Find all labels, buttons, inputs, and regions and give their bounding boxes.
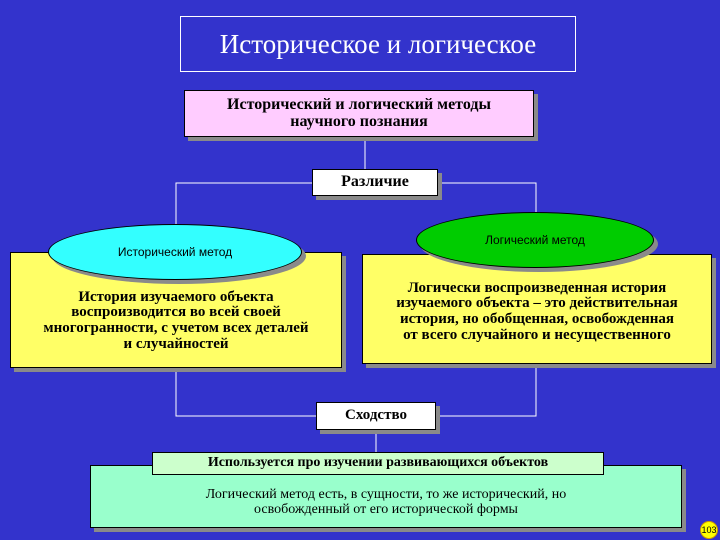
connector-difference-to-historical [175,182,312,240]
connector-historical-to-similarity [175,368,316,417]
connector-logical-to-similarity [436,364,537,417]
methods-heading-line-1: Исторический и логический методы [227,95,491,113]
used-for-box: Используется про изучении развивающихся … [152,452,604,475]
historical-text-line-1: История изучаемого объекта [78,288,274,305]
historical-method-text-box: История изучаемого объекта воспроизводит… [10,252,342,368]
historical-text-line-2: воспроизводится во всей своей [71,304,281,321]
conclusion-box: Логический метод есть, в сущности, то же… [90,465,682,528]
logical-method-label: Логический метод [485,233,585,247]
historical-method-label: Исторический метод [117,245,233,259]
historical-method-ellipse: Исторический метод [48,224,302,280]
conclusion-line-1: Логический метод есть, в сущности, то же… [205,486,567,502]
logical-method-ellipse: Логический метод [416,212,654,268]
methods-heading-box: Исторический и логический методы научног… [184,90,534,137]
logical-text-line-2: изучаемого объекта – это действительная [396,295,678,312]
similarity-box: Сходство [316,402,436,430]
logical-method-text-box: Логически воспроизведенная история изуча… [362,254,712,364]
historical-text-line-3: многогранности, с учетом всех деталей [43,320,309,336]
logical-text-line-4: от всего случайного и несущественного [403,326,671,343]
page-number-badge: 103 [700,521,718,539]
logical-text-line-3: история, но обобщенная, освобожденная [399,311,675,327]
slide-title: Историческое и логическое [180,16,576,72]
connector-difference-to-logical [438,182,537,214]
logical-text-line-1: Логически воспроизведенная история [407,279,667,296]
methods-heading-line-2: научного познания [290,112,428,130]
difference-box: Различие [312,169,438,196]
conclusion-line-2: освобожденный от его исторической формы [254,501,518,517]
historical-text-line-4: и случайностей [123,335,229,352]
